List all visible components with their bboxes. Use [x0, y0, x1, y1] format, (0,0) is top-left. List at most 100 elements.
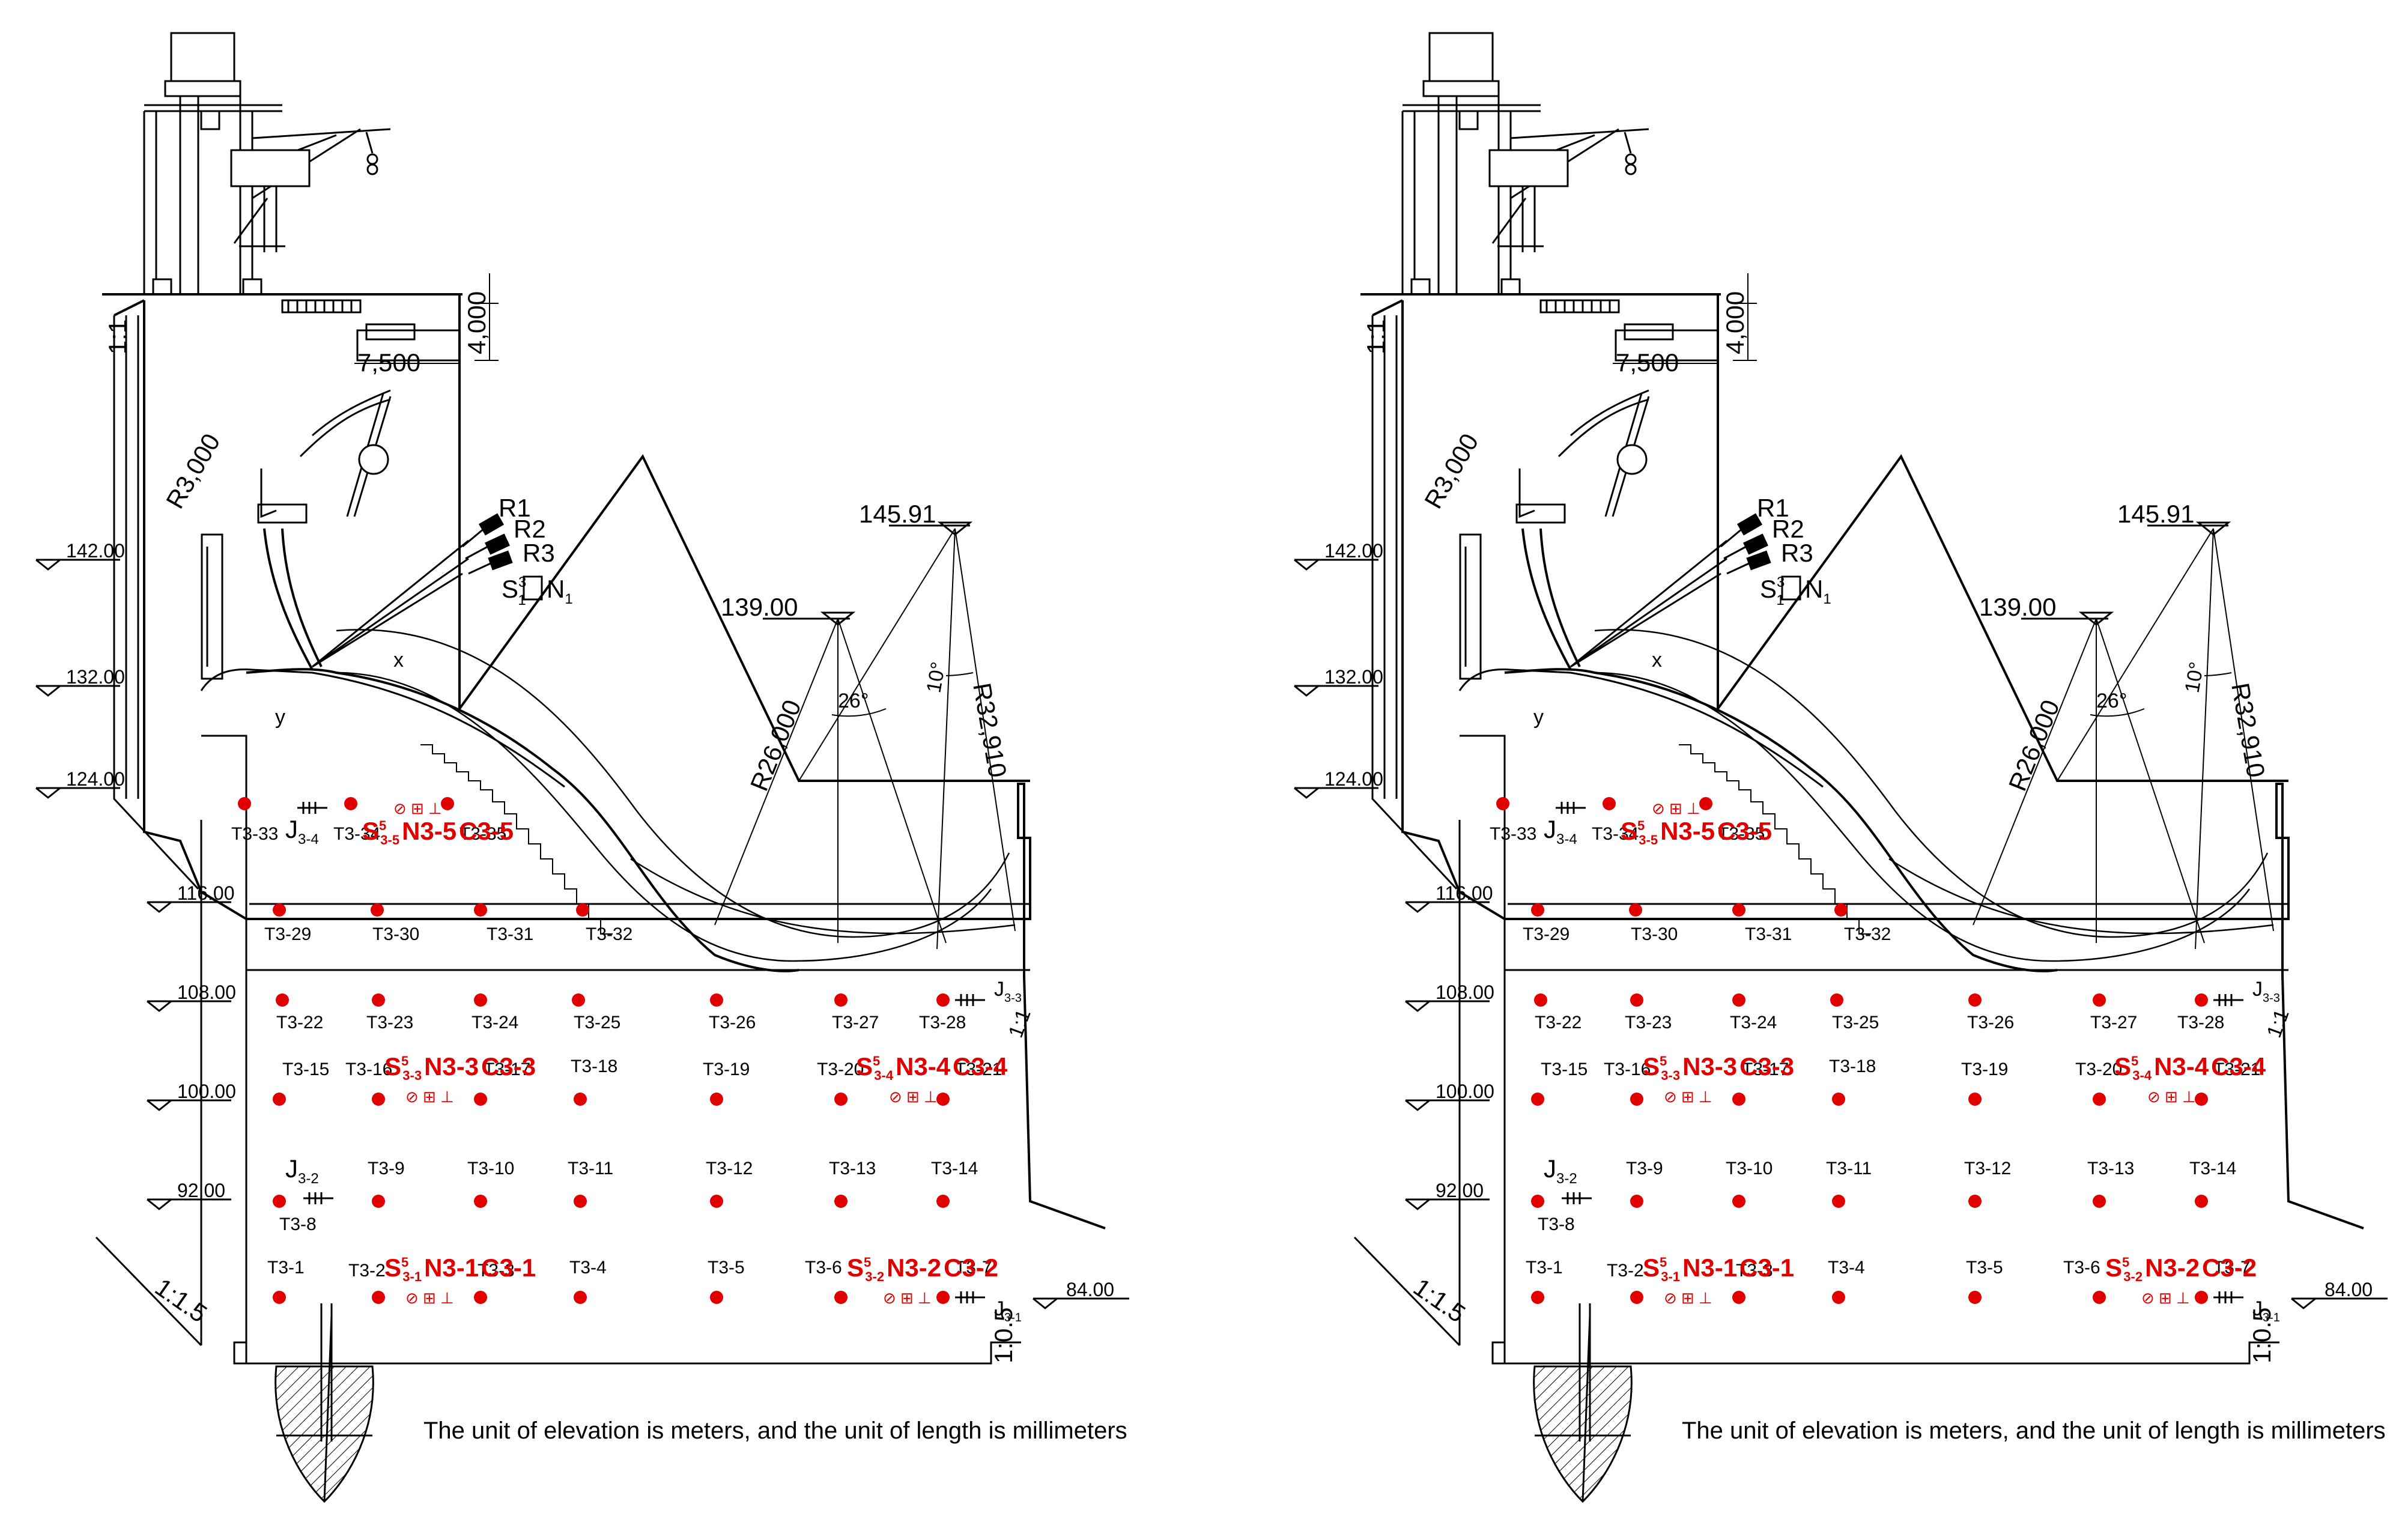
sensor-dot [936, 993, 950, 1007]
point-label-t3-26: T3-26 [709, 1013, 756, 1032]
point-label-t3-13: T3-13 [829, 1159, 876, 1178]
point-label-t3-9: T3-9 [368, 1159, 405, 1178]
sensor-dot [834, 1093, 848, 1106]
slope-toe: 1:1.5 [150, 1273, 212, 1328]
crane-structure [102, 32, 462, 314]
sensor-dot [372, 993, 385, 1007]
sensor-dot [936, 1291, 950, 1304]
sensor-dot [238, 797, 251, 810]
sensor-dot [936, 1093, 950, 1106]
sensor-dot [574, 1195, 587, 1208]
sensor-dot [834, 1291, 848, 1304]
dim-angle-a: 26° [838, 690, 869, 712]
point-label-t3-6: T3-6 [805, 1258, 842, 1278]
joint-j31: J3-1 [994, 1297, 1022, 1324]
point-label-t3-31: T3-31 [487, 924, 533, 944]
dam-section-right [1293, 32, 2389, 1503]
dam-section-left: 7,500 4,000 R3,000 R26,000 R32,910 26° 1… [35, 32, 1129, 1503]
elev-124: 124.00 [66, 768, 125, 790]
foundation-pile [274, 1303, 374, 1503]
sensor-dot [474, 903, 487, 917]
point-label-t3-10: T3-10 [467, 1159, 514, 1178]
sensor-dot [344, 797, 357, 810]
sensor-dot [474, 1093, 487, 1106]
point-label-t3-21: T3-21 [955, 1060, 1002, 1079]
radial-gate [201, 389, 513, 680]
elev-crest-145: 145.91 [859, 500, 936, 528]
dim-angle-b: 10° [922, 660, 950, 694]
spillway-profile [200, 629, 1016, 972]
elev-116: 116.00 [177, 882, 235, 904]
sensor-points [238, 797, 950, 1304]
sensor-dot [273, 1291, 286, 1304]
point-label-t3-24: T3-24 [472, 1013, 518, 1032]
sensor-dot [371, 903, 384, 917]
sensor-icons-3-2: ⊘ ⊞ ⊥ [883, 1289, 932, 1307]
point-label-t3-19: T3-19 [703, 1060, 750, 1079]
point-label-t3-16: T3-16 [345, 1060, 392, 1079]
point-label-t3-23: T3-23 [366, 1013, 413, 1032]
gate-label-r3: R3 [523, 539, 555, 567]
sensor-dot [834, 993, 848, 1007]
unit-note: The unit of elevation is meters, and the… [423, 1417, 1127, 1444]
elev-84: 84.00 [1066, 1279, 1114, 1300]
elev-92: 92.00 [177, 1180, 225, 1201]
joint-j32: J3-2 [285, 1154, 319, 1187]
gate-label-r2: R2 [514, 515, 546, 543]
point-label-t3-14: T3-14 [931, 1159, 978, 1178]
sensor-icons-3-3: ⊘ ⊞ ⊥ [405, 1088, 454, 1106]
sensor-dot [441, 797, 454, 810]
joints: J3-4 J3-2 J3-3 J3-1 [285, 802, 1022, 1324]
point-label-t3-27: T3-27 [832, 1013, 879, 1032]
sensor-dot [710, 1093, 723, 1106]
slope-downstream: 1:0.5 [989, 1308, 1017, 1363]
sensor-dot [710, 1291, 723, 1304]
point-label-t3-17: T3-17 [484, 1060, 530, 1079]
elev-132: 132.00 [66, 666, 125, 688]
joint-j33: J3-3 [994, 978, 1022, 1005]
point-label-t3-4: T3-4 [569, 1258, 607, 1278]
point-label-t3-20: T3-20 [817, 1060, 864, 1079]
elevation-markers: 142.00 132.00 124.00 116.00 108.00 100.0… [35, 500, 1129, 1309]
point-label-t3-3: T3-3 [478, 1261, 515, 1281]
sensor-icons-3-5: ⊘ ⊞ ⊥ [393, 799, 442, 817]
sensor-dot [574, 1291, 587, 1304]
point-label-t3-33: T3-33 [231, 824, 278, 844]
point-label-t3-30: T3-30 [372, 924, 419, 944]
joint-j34: J3-4 [285, 815, 319, 847]
dim-width: 7,500 [357, 348, 420, 377]
elev-142: 142.00 [66, 540, 125, 562]
point-label-t3-29: T3-29 [264, 924, 311, 944]
point-label-t3-2: T3-2 [348, 1261, 386, 1281]
slope-right: 1:1 [1004, 1006, 1036, 1040]
sensor-icons-3-4: ⊘ ⊞ ⊥ [889, 1088, 938, 1106]
dam-outline [95, 294, 1106, 1365]
point-label-t3-22: T3-22 [276, 1013, 323, 1032]
point-label-t3-34: T3-34 [333, 824, 380, 844]
axis-x: x [393, 649, 404, 672]
point-label-t3-5: T3-5 [708, 1258, 745, 1278]
sensor-dot [572, 993, 585, 1007]
sensor-dot [576, 903, 589, 917]
sensor-dot [710, 993, 723, 1007]
point-label-t3-11: T3-11 [568, 1159, 613, 1178]
point-label-t3-18: T3-18 [571, 1057, 617, 1076]
gate-n-label: N1 [547, 575, 573, 607]
dimensions: 7,500 4,000 R3,000 R26,000 R32,910 26° 1… [103, 273, 1036, 1363]
slope-upstream: 1:1 [103, 320, 132, 354]
point-label-t3-7: T3-7 [955, 1258, 992, 1278]
elev-100: 100.00 [177, 1081, 236, 1102]
point-labels: T3-33 T3-34 T3-35 T3-29 T3-30 T3-31 T3-3… [231, 824, 1002, 1281]
point-label-t3-15: T3-15 [282, 1060, 329, 1079]
sensor-dot [273, 1195, 286, 1208]
radius-lines [714, 521, 1016, 950]
sensor-dot [474, 993, 487, 1007]
